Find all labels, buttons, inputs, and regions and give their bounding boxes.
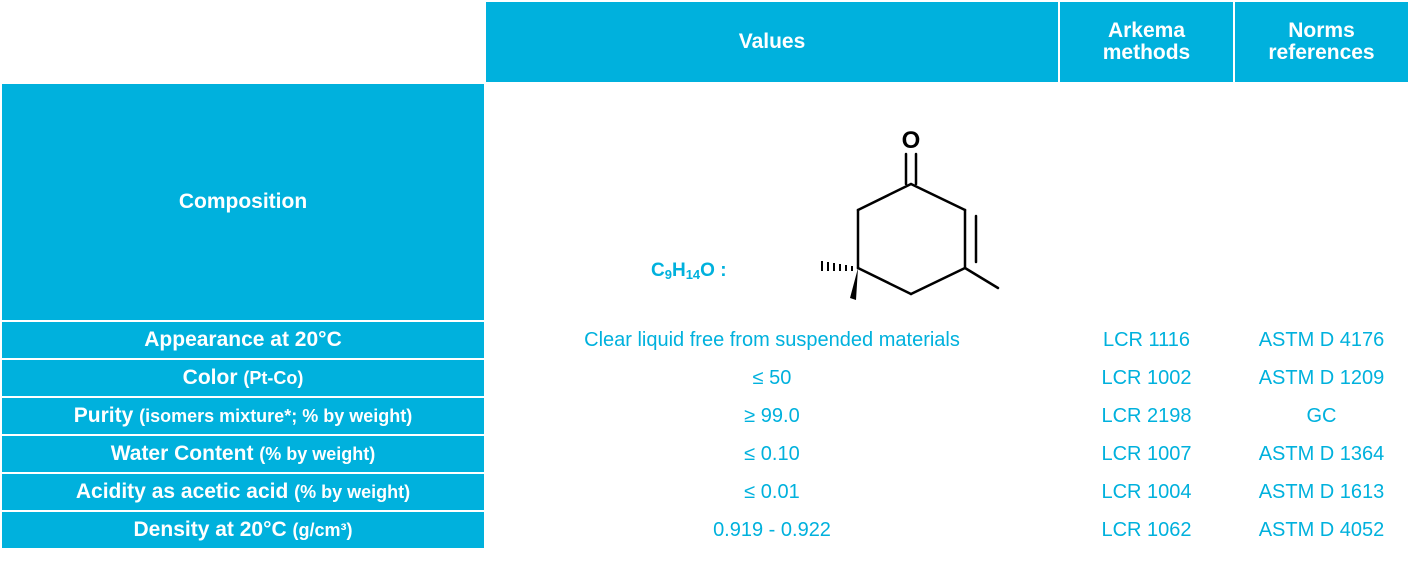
row-label-text: Color (182, 366, 238, 389)
formula-c: C (651, 260, 665, 281)
row-label-unit: (Pt-Co) (243, 368, 304, 388)
formula-h: H (671, 260, 686, 281)
row-value: ≤ 50 (484, 358, 1060, 398)
row-method: LCR 1007 (1058, 434, 1235, 474)
composition-label: Composition (0, 82, 486, 322)
header-norms-references-text: Norms references (1268, 19, 1375, 64)
table-row: Acidity as acetic acid (% by weight) ≤ 0… (0, 472, 1408, 512)
row-label-unit: (% by weight) (259, 444, 376, 464)
row-label: Acidity as acetic acid (% by weight) (0, 472, 486, 512)
header-blank-cell (0, 0, 486, 84)
table-row: Color (Pt-Co) ≤ 50 LCR 1002 ASTM D 1209 (0, 358, 1408, 398)
table-row: Density at 20°C (g/cm³) 0.919 - 0.922 LC… (0, 510, 1408, 548)
row-label-unit: (% by weight) (294, 482, 411, 502)
row-label: Appearance at 20°C (0, 320, 486, 360)
row-norm: ASTM D 1364 (1233, 434, 1408, 474)
row-method: LCR 2198 (1058, 396, 1235, 436)
row-label-text: Acidity as acetic acid (75, 480, 289, 503)
row-label: Color (Pt-Co) (0, 358, 486, 398)
table-row: Appearance at 20°C Clear liquid free fro… (0, 320, 1408, 360)
row-label: Purity (isomers mixture*; % by weight) (0, 396, 486, 436)
row-value: ≤ 0.01 (484, 472, 1060, 512)
row-method: LCR 1116 (1058, 320, 1235, 360)
formula-c-count: 9 (664, 267, 672, 282)
row-method: LCR 1004 (1058, 472, 1235, 512)
table-row: Purity (isomers mixture*; % by weight) ≥… (0, 396, 1408, 436)
row-method: LCR 1002 (1058, 358, 1235, 398)
row-value: Clear liquid free from suspended materia… (484, 320, 1060, 360)
row-norm: ASTM D 1209 (1233, 358, 1408, 398)
oxygen-atom-label: O (902, 127, 921, 154)
row-label-text: Purity (73, 404, 134, 427)
row-norm: ASTM D 1613 (1233, 472, 1408, 512)
header-values: Values (484, 0, 1060, 84)
row-method: LCR 1062 (1058, 510, 1235, 548)
table-row: Water Content (% by weight) ≤ 0.10 LCR 1… (0, 434, 1408, 474)
header-arkema-methods: Arkema methods (1058, 0, 1235, 84)
header-row: Values Arkema methods Norms references (0, 0, 1408, 84)
row-value: ≥ 99.0 (484, 396, 1060, 436)
row-label-text: Density at 20°C (133, 518, 287, 541)
row-label-text: Appearance at 20°C (144, 328, 342, 351)
composition-row: Composition C9H14O : O (0, 82, 1408, 322)
header-norms-references: Norms references (1233, 0, 1408, 84)
isophorone-structure-icon: O (821, 127, 1000, 300)
molecular-formula: C9H14O : (651, 260, 727, 282)
row-norm: ASTM D 4176 (1233, 320, 1408, 360)
specification-table: Values Arkema methods Norms references C… (0, 0, 1408, 548)
row-label-unit: (isomers mixture*; % by weight) (139, 406, 413, 426)
row-label-unit: (g/cm³) (292, 520, 353, 540)
header-arkema-methods-text: Arkema methods (1102, 19, 1191, 64)
row-value: 0.919 - 0.922 (484, 510, 1060, 548)
row-norm: GC (1233, 396, 1408, 436)
formula-o: O : (700, 260, 727, 281)
row-value: ≤ 0.10 (484, 434, 1060, 474)
formula-h-count: 14 (685, 267, 701, 282)
row-label: Water Content (% by weight) (0, 434, 486, 474)
row-label: Density at 20°C (g/cm³) (0, 510, 486, 548)
composition-structure-cell: C9H14O : O (484, 82, 1408, 322)
row-label-text: Water Content (110, 442, 254, 465)
row-norm: ASTM D 4052 (1233, 510, 1408, 548)
